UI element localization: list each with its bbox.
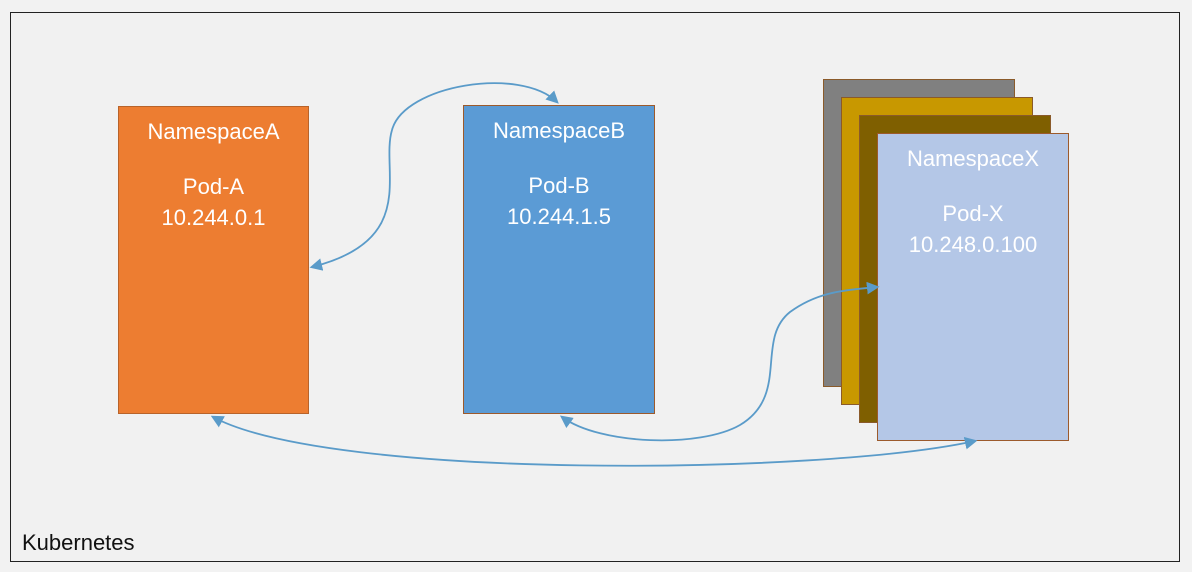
pod-b-label: Pod-B bbox=[528, 173, 590, 198]
namespace-x-box: NamespaceX Pod-X 10.248.0.100 bbox=[877, 133, 1069, 441]
pod-b-ip: 10.244.1.5 bbox=[507, 204, 611, 229]
namespace-x-label: NamespaceX bbox=[906, 146, 1040, 171]
namespace-b-box: NamespaceB Pod-B 10.244.1.5 bbox=[463, 105, 655, 414]
namespace-a-box: NamespaceA Pod-A 10.244.0.1 bbox=[118, 106, 309, 414]
pod-x-label: Pod-X bbox=[942, 201, 1004, 226]
pod-a-ip: 10.244.0.1 bbox=[161, 205, 266, 230]
pod-a-label: Pod-A bbox=[182, 174, 245, 199]
namespace-a-label: NamespaceA bbox=[147, 119, 280, 144]
namespace-b-label: NamespaceB bbox=[492, 118, 626, 143]
pod-x-ip: 10.248.0.100 bbox=[908, 232, 1038, 257]
cluster-label: Kubernetes bbox=[22, 530, 135, 555]
